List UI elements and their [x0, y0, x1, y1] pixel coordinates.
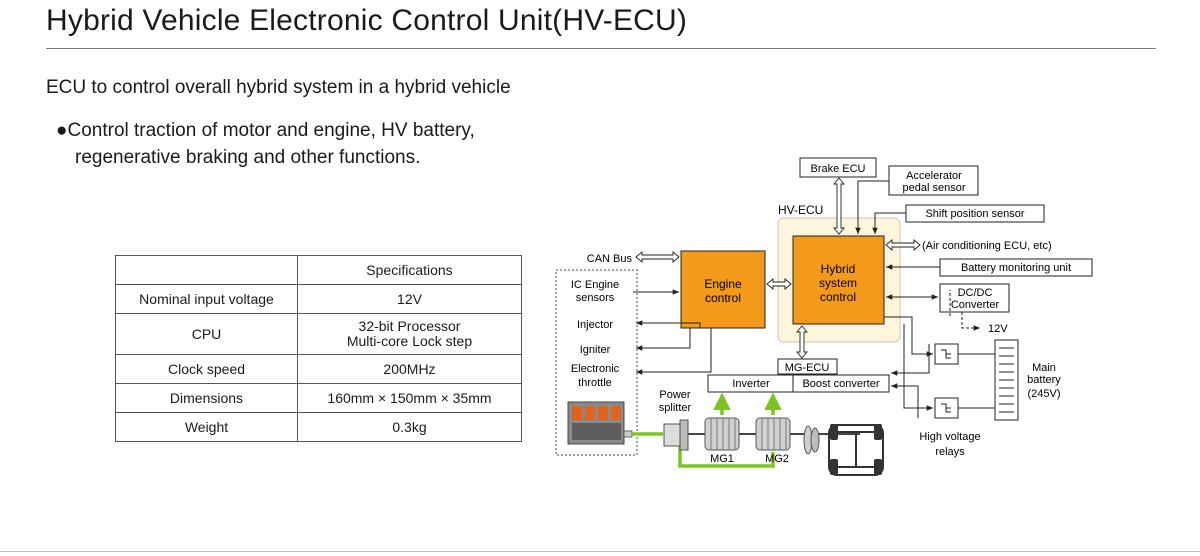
relays-label-1: High voltage: [919, 431, 980, 443]
table-row: Clock speed 200MHz: [115, 354, 522, 384]
bottom-divider: [0, 551, 1200, 552]
mg1-label: MG1: [710, 453, 734, 465]
relay-symbol-bottom: [941, 403, 951, 413]
table-row: Weight 0.3kg: [115, 412, 522, 442]
spec-value: 12V: [297, 284, 522, 314]
engine-hybrid-arrow: [766, 278, 792, 290]
spec-label: CPU: [115, 313, 298, 355]
main-battery-label-1: Main: [1032, 362, 1056, 374]
relay-symbol-top: [941, 349, 951, 359]
aircon-label: (Air conditioning ECU, etc): [922, 240, 1052, 252]
spec-label: Clock speed: [115, 354, 298, 384]
subtitle: ECU to control overall hybrid system in …: [46, 77, 511, 98]
wheels-illustration: [828, 424, 884, 476]
engine-label-1: Engine: [704, 277, 742, 291]
dcdc-label-1: DC/DC: [958, 287, 993, 299]
feature-bullet: ●Control traction of motor and engine, H…: [56, 117, 475, 171]
spec-value: 160mm × 150mm × 35mm: [297, 383, 522, 413]
throttle-line: [636, 328, 712, 375]
relays-label-2: relays: [935, 446, 965, 458]
ic-engine-label-2: sensors: [576, 292, 615, 304]
throttle-label-1: Electronic: [571, 363, 620, 375]
injector-label: Injector: [577, 319, 613, 331]
spec-label: Weight: [115, 412, 298, 442]
ic-engine-label-1: IC Engine: [571, 279, 619, 291]
hybrid-label-2: system: [819, 276, 857, 290]
power-splitter-illustration: [663, 419, 689, 451]
bullet-line-2: regenerative braking and other functions…: [75, 147, 421, 168]
spec-value-line: Multi-core Lock step: [346, 333, 473, 349]
bullet-text-1: Control traction of motor and engine, HV…: [67, 120, 475, 141]
mg1-motor-illustration: [704, 417, 740, 451]
accelerator-label-1: Accelerator: [906, 170, 962, 182]
twelve-v-label: 12V: [988, 323, 1008, 335]
accelerator-box: [888, 165, 979, 196]
aircon-arrow: [885, 239, 921, 251]
mg2-label: MG2: [765, 453, 789, 465]
shift-line: [872, 212, 906, 234]
mg-ecu-box: [777, 358, 838, 375]
power-splitter-label-1: Power: [659, 389, 691, 401]
mg-ecu-label: MG-ECU: [785, 362, 830, 374]
differential-gear-illustration: [803, 425, 820, 455]
engine-illustration: [567, 401, 633, 445]
spec-table: Specifications Nominal input voltage 12V…: [115, 255, 522, 442]
can-bus-label: CAN Bus: [587, 253, 633, 265]
spec-value: 0.3kg: [297, 412, 522, 442]
twelve-v-dashed-line: [961, 312, 980, 331]
can-bus-arrow: [635, 251, 680, 263]
double-arrows: [635, 177, 921, 359]
engine-area-dashed: [555, 269, 638, 456]
main-battery-label-2: battery: [1027, 374, 1061, 386]
brake-ecu-arrow: [833, 177, 845, 235]
relay-boost-line-2: [891, 383, 919, 418]
hybrid-label-1: Hybrid: [821, 262, 856, 276]
brake-ecu-box: [799, 157, 877, 178]
accelerator-label-2: pedal sensor: [903, 182, 966, 194]
spec-label: Dimensions: [115, 383, 298, 413]
drive-path: [632, 392, 782, 468]
dcdc-converter-box: [939, 283, 1010, 313]
inverter-boost-box: [707, 374, 890, 393]
throttle-label-2: throttle: [578, 377, 612, 389]
injector-line: [636, 320, 701, 328]
igniter-line: [636, 328, 691, 351]
title-divider: [46, 48, 1156, 49]
page-title: Hybrid Vehicle Electronic Control Unit(H…: [46, 4, 688, 37]
accelerator-line: [855, 180, 889, 234]
mg-ecu-arrow: [796, 325, 808, 359]
hybrid-system-control-block: [792, 235, 885, 325]
table-row: Dimensions 160mm × 150mm × 35mm: [115, 383, 522, 413]
igniter-label: Igniter: [580, 344, 611, 356]
engine-control-block: [680, 250, 766, 329]
boost-converter-label: Boost converter: [802, 378, 879, 390]
shift-position-label: Shift position sensor: [925, 208, 1024, 220]
spec-header-empty: [115, 255, 298, 285]
table-row: Nominal input voltage 12V: [115, 284, 522, 314]
battery-monitoring-label: Battery monitoring unit: [961, 262, 1071, 274]
inverter-label: Inverter: [732, 378, 770, 390]
spec-value: 200MHz: [297, 354, 522, 384]
power-splitter-label-2: splitter: [659, 402, 692, 414]
relay-boost-line: [891, 344, 930, 376]
hybrid-label-3: control: [820, 290, 856, 304]
hv-ecu-label: HV-ECU: [778, 203, 823, 217]
spec-value-line: 32-bit Processor: [358, 318, 461, 334]
bullet-dot-icon: ●: [56, 120, 68, 141]
main-battery-label-3: (245V): [1027, 388, 1060, 400]
battery-cells: [999, 347, 1014, 413]
relay-bottom-control: [903, 324, 933, 411]
mg2-motor-illustration: [755, 417, 791, 451]
engine-label-2: control: [705, 291, 741, 305]
bullet-line-1: ●Control traction of motor and engine, H…: [56, 117, 475, 144]
dcdc-label-2: Converter: [951, 299, 1000, 311]
spec-label: Nominal input voltage: [115, 284, 298, 314]
relay-top-control: [884, 316, 933, 357]
brake-ecu-label: Brake ECU: [810, 163, 865, 175]
